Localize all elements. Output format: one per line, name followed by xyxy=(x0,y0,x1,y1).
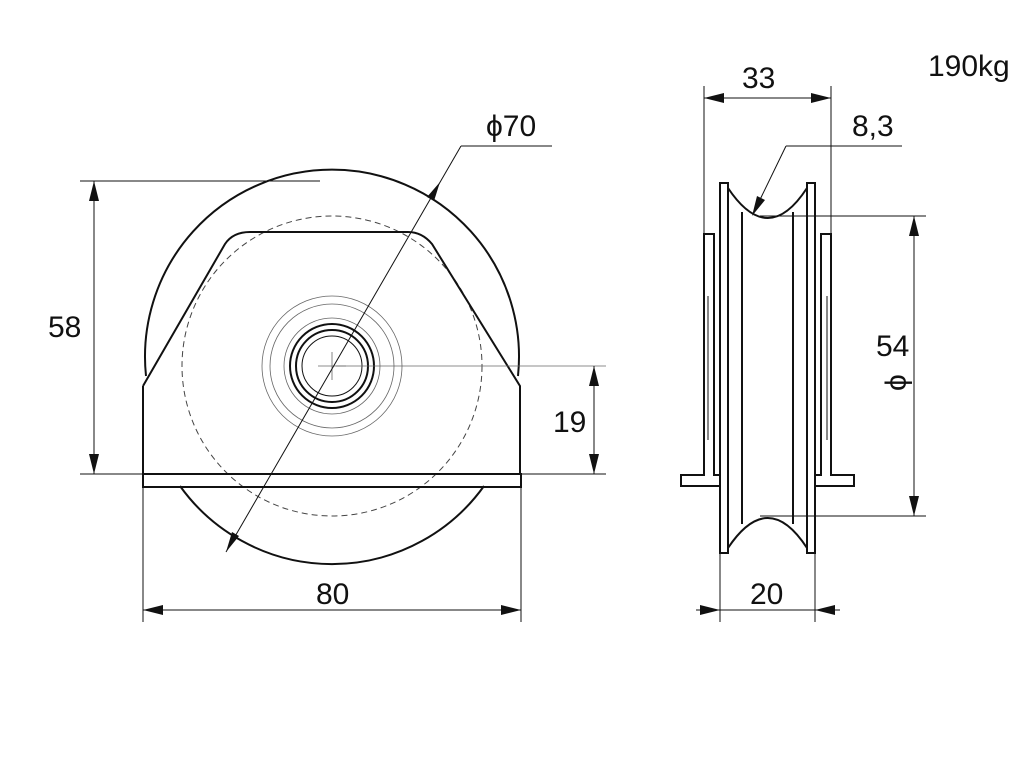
axle-arrow-bottom xyxy=(589,454,599,474)
height-arrow-top xyxy=(89,181,99,201)
groove-diameter-symbol: ϕ xyxy=(880,374,913,391)
groove-bottom-arc xyxy=(727,517,808,549)
groove-diameter-value: 54 xyxy=(876,330,909,363)
groove-dia-arrow-bottom xyxy=(909,496,919,516)
base-plate xyxy=(142,473,522,488)
side-view: 33 8,3 54 ϕ 20 xyxy=(680,62,926,622)
diameter-leader xyxy=(225,145,462,553)
overall-arrow-left xyxy=(704,93,724,103)
bracket-left xyxy=(680,233,721,487)
height-arrow-bottom xyxy=(89,454,99,474)
wheel-outline xyxy=(144,168,520,377)
diameter-arrow-bottom xyxy=(226,532,239,552)
wheel-outline-bottom xyxy=(179,485,485,566)
axle-height-label: 19 xyxy=(553,406,586,439)
width-label: 80 xyxy=(316,578,349,611)
groove-dia-arrow-top xyxy=(909,216,919,236)
wheel-width-arrow-right xyxy=(815,605,835,615)
weight-label: 190kg xyxy=(928,50,1010,83)
axle-arrow-top xyxy=(589,366,599,386)
diameter-label: ϕ70 xyxy=(486,110,536,143)
groove-radius-label: 8,3 xyxy=(852,110,894,143)
wheel-flange-right xyxy=(806,182,816,554)
wheel-width-arrow-left xyxy=(700,605,720,615)
width-arrow-left xyxy=(143,605,163,615)
overall-arrow-right xyxy=(811,93,831,103)
diameter-arrow-top xyxy=(427,182,440,201)
wheel-flange-left xyxy=(719,182,729,554)
front-view: ϕ70 58 19 80 xyxy=(48,110,606,622)
groove-top-arc xyxy=(727,187,808,219)
overall-width-label: 33 xyxy=(742,62,775,95)
groove-radius-arrow xyxy=(752,196,765,216)
height-label: 58 xyxy=(48,311,81,344)
width-arrow-right xyxy=(501,605,521,615)
wheel-width-label: 20 xyxy=(750,578,783,611)
bracket-right xyxy=(814,233,855,487)
bracket-body xyxy=(142,231,521,475)
